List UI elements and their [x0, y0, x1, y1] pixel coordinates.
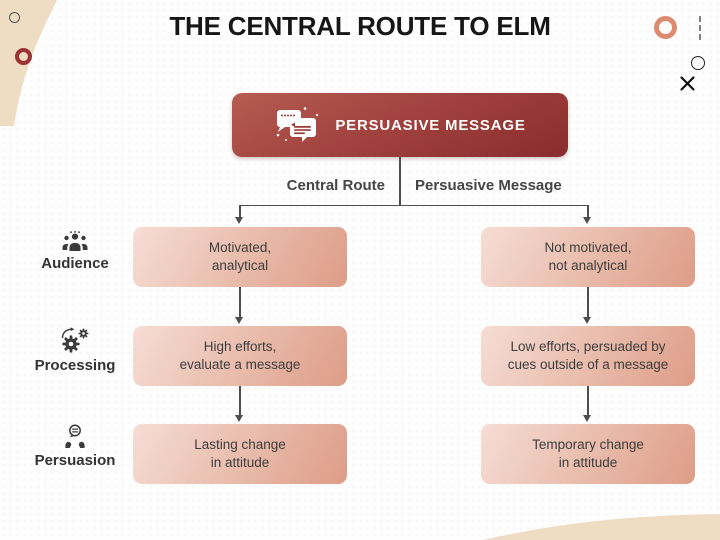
beige-wave-decoration: [483, 514, 720, 540]
gears-icon: [61, 327, 89, 353]
speaker-person-icon: [65, 424, 85, 448]
connector-line: [587, 386, 589, 416]
node-processing-peripheral: Low efforts, persuaded by cues outside o…: [481, 326, 695, 386]
node-persuasion-central: Lasting change in attitude: [133, 424, 347, 484]
connector-line: [239, 204, 589, 207]
page-title: THE CENTRAL ROUTE TO ELM: [169, 11, 551, 41]
connector-line: [587, 287, 589, 318]
people-icon: [62, 231, 88, 251]
arrowhead: [583, 317, 592, 324]
connector-line: [587, 205, 589, 218]
circle-decoration: [691, 56, 705, 70]
branch-label-central-route: Central Route: [286, 177, 385, 194]
node-text: Lasting change in attitude: [194, 437, 286, 470]
node-text: Temporary change in attitude: [532, 437, 644, 470]
row-label-audience: Audience: [15, 231, 135, 272]
node-text: Low efforts, persuaded by cues outside o…: [507, 339, 669, 372]
connector-line: [239, 386, 241, 416]
connector-line: [239, 287, 241, 318]
circle-decoration: [15, 48, 32, 65]
connector-line: [399, 157, 401, 205]
node-persuasion-peripheral: Temporary change in attitude: [481, 424, 695, 484]
arrowhead: [235, 317, 244, 324]
arrowhead: [235, 415, 244, 422]
arrowhead: [583, 415, 592, 422]
persuasive-message-node: PERSUASIVE MESSAGE: [232, 93, 568, 157]
node-text: Not motivated, not analytical: [544, 240, 632, 273]
dashed-line-decoration: [699, 16, 701, 40]
root-label: PERSUASIVE MESSAGE: [335, 116, 526, 134]
chat-bubbles-icon: [277, 107, 319, 142]
close-icon[interactable]: [679, 75, 696, 92]
node-text: Motivated, analytical: [208, 240, 272, 273]
arrowhead: [583, 217, 592, 224]
row-label-processing: Processing: [15, 327, 135, 374]
row-label-persuasion: Persuasion: [15, 424, 135, 469]
connector-line: [239, 205, 241, 218]
branch-label-persuasive-message: Persuasive Message: [415, 177, 562, 194]
row-label-text: Processing: [34, 357, 116, 374]
circle-decoration: [9, 12, 20, 23]
node-text: High efforts, evaluate a message: [179, 339, 301, 372]
row-label-text: Persuasion: [34, 452, 116, 469]
circle-decoration: [654, 16, 677, 39]
row-label-text: Audience: [41, 255, 109, 272]
node-audience-central: Motivated, analytical: [133, 227, 347, 287]
node-processing-central: High efforts, evaluate a message: [133, 326, 347, 386]
node-audience-peripheral: Not motivated, not analytical: [481, 227, 695, 287]
arrowhead: [235, 217, 244, 224]
